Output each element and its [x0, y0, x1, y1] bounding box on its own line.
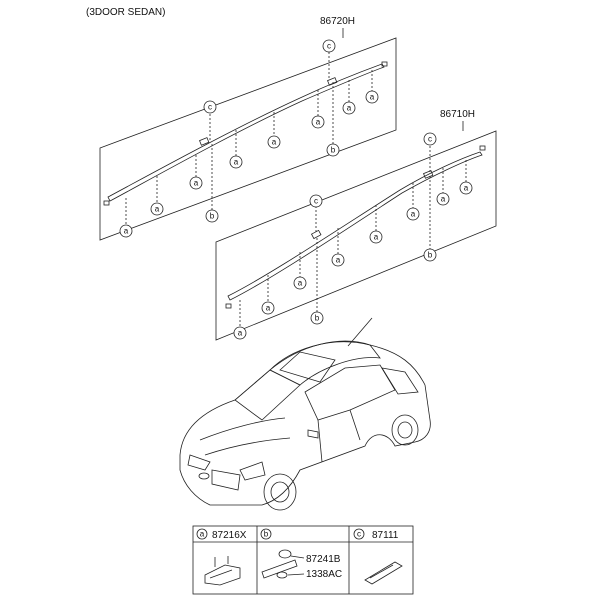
callout-letter-b: b	[428, 251, 433, 260]
callout-marker-a[interactable]	[150, 202, 164, 216]
clip-b-drawing	[261, 549, 305, 579]
legend-letter-a-marker	[196, 528, 208, 540]
upper-rail-frame	[99, 37, 397, 241]
callout-marker-b[interactable]	[423, 248, 437, 262]
callout-letter-c: c	[208, 103, 212, 112]
legend-letter-a: a	[200, 530, 205, 539]
diagram-title: (3DOOR SEDAN)	[86, 7, 165, 18]
part-number-lower[interactable]: 86710H	[440, 109, 475, 120]
clip-a-drawing	[204, 556, 241, 586]
lower-rail-frame	[215, 130, 497, 341]
callout-marker-a[interactable]	[119, 224, 133, 238]
legend-letter-c-marker	[353, 528, 365, 540]
cover-c-drawing	[364, 561, 403, 585]
callout-marker-a[interactable]	[459, 181, 473, 195]
callout-marker-a[interactable]	[293, 276, 307, 290]
callout-marker-a[interactable]	[436, 192, 450, 206]
callout-letter-a: a	[374, 233, 379, 242]
callout-marker-a[interactable]	[369, 230, 383, 244]
legend-table: a 87216X b 87241B 1338AC	[192, 525, 414, 595]
callout-marker-a[interactable]	[189, 176, 203, 190]
part-number-upper[interactable]: 86720H	[320, 16, 355, 27]
upper-rail-group: 86720H	[99, 16, 397, 241]
callout-letter-a: a	[272, 138, 277, 147]
callout-letter-a: a	[238, 329, 243, 338]
legend-letter-c: c	[357, 530, 361, 539]
callout-letter-c: c	[314, 197, 318, 206]
callout-letter-a: a	[316, 118, 321, 127]
lower-rail-group: 86710H	[215, 109, 497, 341]
legend-cell-b[interactable]: b 87241B 1338AC	[260, 528, 342, 580]
callout-marker-a[interactable]	[261, 301, 275, 315]
callout-marker-b[interactable]	[205, 209, 219, 223]
callout-letter-a: a	[441, 195, 446, 204]
callout-marker-a[interactable]	[267, 135, 281, 149]
legend-part-c: 87111	[372, 530, 399, 541]
callout-marker-c[interactable]	[203, 100, 217, 114]
legend-cell-a[interactable]: a 87216X	[196, 528, 247, 586]
callout-letter-a: a	[194, 179, 199, 188]
legend-part-a: 87216X	[212, 530, 247, 541]
callout-letter-c: c	[428, 135, 432, 144]
roof-rack-rail-upper-drawing[interactable]	[107, 63, 385, 202]
callout-markers: c c a a a b a a b a a a c c a a a b a a b a a a	[119, 39, 473, 340]
callout-marker-a[interactable]	[406, 207, 420, 221]
callout-marker-c[interactable]	[322, 39, 336, 53]
legend-part-b1: 87241B	[306, 554, 341, 565]
callout-letter-c: c	[327, 42, 331, 51]
callout-letter-b: b	[315, 314, 320, 323]
car-illustration[interactable]	[179, 317, 431, 511]
legend-letter-b-marker	[260, 528, 272, 540]
callout-marker-a[interactable]	[342, 101, 356, 115]
callout-letter-a: a	[124, 227, 129, 236]
callout-marker-a[interactable]	[233, 326, 247, 340]
legend-cell-c[interactable]: c 87111	[353, 528, 403, 585]
callout-marker-c[interactable]	[309, 194, 323, 208]
roof-rack-rail-lower-drawing[interactable]	[227, 151, 483, 301]
callout-letter-a: a	[347, 104, 352, 113]
callout-letter-a: a	[411, 210, 416, 219]
callout-letter-a: a	[266, 304, 271, 313]
callout-marker-c[interactable]	[423, 132, 437, 146]
callout-letter-b: b	[331, 146, 336, 155]
legend-part-b2: 1338AC	[306, 569, 342, 580]
callout-letter-a: a	[155, 205, 160, 214]
callout-marker-b[interactable]	[326, 143, 340, 157]
callout-marker-a[interactable]	[331, 253, 345, 267]
callout-letter-a: a	[370, 93, 375, 102]
callout-letter-a: a	[298, 279, 303, 288]
callout-letter-a: a	[336, 256, 341, 265]
callout-marker-a[interactable]	[365, 90, 379, 104]
callout-marker-a[interactable]	[229, 155, 243, 169]
callout-marker-a[interactable]	[311, 115, 325, 129]
callout-letter-b: b	[210, 212, 215, 221]
callout-letter-a: a	[234, 158, 239, 167]
callout-marker-b[interactable]	[310, 311, 324, 325]
legend-letter-b: b	[264, 530, 269, 539]
callout-letter-a: a	[464, 184, 469, 193]
